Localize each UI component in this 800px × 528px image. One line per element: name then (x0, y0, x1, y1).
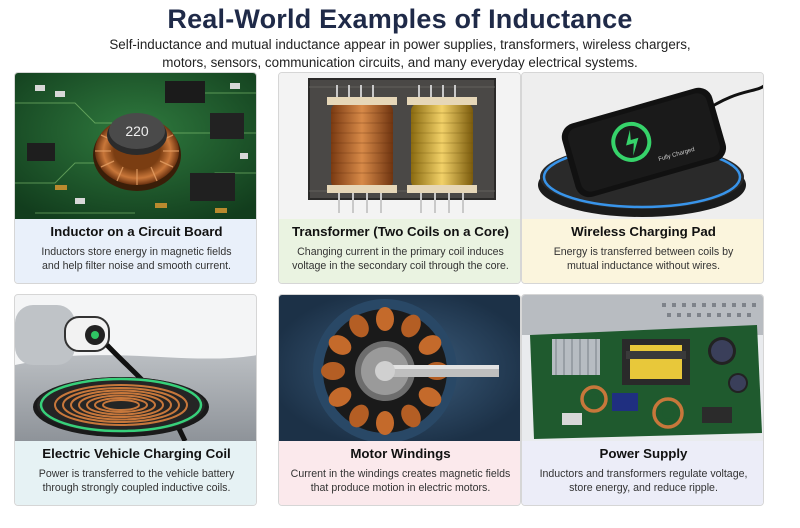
caption-inductor: Inductor on a Circuit Board Inductors st… (15, 219, 256, 283)
desc-line-1: Current in the windings creates magnetic… (290, 468, 511, 480)
examples-grid: 220 Inductor on a Circuit Board Inductor… (14, 72, 786, 518)
card-description: Energy is transferred between coils by m… (528, 245, 759, 273)
power-supply-photo (522, 295, 763, 441)
card-description: Changing current in the primary coil ind… (285, 245, 516, 273)
card-title: Transformer (Two Coils on a Core) (292, 224, 509, 239)
desc-line-1: Energy is transferred between coils by (553, 246, 734, 258)
inductor-pcb-illustration: 220 (15, 73, 256, 219)
caption-wireless: Wireless Charging Pad Energy is transfer… (522, 219, 763, 283)
motor-illustration (279, 295, 520, 441)
card-title: Wireless Charging Pad (571, 224, 716, 239)
card-wireless-charging-pad: Fully Charged Wireless Charging Pad Ener… (521, 72, 764, 284)
card-title: Electric Vehicle Charging Coil (42, 446, 231, 461)
card-motor-windings: Motor Windings Current in the windings c… (278, 294, 521, 506)
desc-line-2: mutual inductance without wires. (566, 260, 721, 272)
desc-line-1: Power is transferred to the vehicle batt… (38, 468, 235, 480)
desc-line-2: voltage in the secondary coil through th… (292, 260, 509, 272)
card-transformer: Transformer (Two Coils on a Core) Changi… (278, 72, 521, 284)
wireless-pad-photo: Fully Charged (522, 73, 763, 219)
ev-coil-illustration (15, 295, 256, 441)
card-title: Motor Windings (350, 446, 451, 461)
inductor-marking: 220 (125, 123, 149, 139)
ev-coil-photo (15, 295, 256, 441)
transformer-illustration (279, 73, 520, 219)
desc-line-1: Changing current in the primary coil ind… (297, 246, 504, 258)
inductor-pcb-photo: 220 (15, 73, 256, 219)
card-power-supply: Power Supply Inductors and transformers … (521, 294, 764, 506)
page-subtitle: Self-inductance and mutual inductance ap… (0, 36, 800, 72)
desc-line-2: that produce motion in electric motors. (310, 482, 491, 494)
caption-transformer: Transformer (Two Coils on a Core) Changi… (279, 219, 520, 283)
card-description: Current in the windings creates magnetic… (285, 467, 516, 495)
card-description: Power is transferred to the vehicle batt… (21, 467, 252, 495)
desc-line-1: Inductors and transformers regulate volt… (539, 468, 748, 480)
card-ev-charging-coil: Electric Vehicle Charging Coil Power is … (14, 294, 257, 506)
caption-power-supply: Power Supply Inductors and transformers … (522, 441, 763, 505)
caption-motor: Motor Windings Current in the windings c… (279, 441, 520, 505)
subtitle-line-2: motors, sensors, communication circuits,… (162, 55, 638, 70)
card-description: Inductors and transformers regulate volt… (528, 467, 759, 495)
caption-ev-coil: Electric Vehicle Charging Coil Power is … (15, 441, 256, 505)
motor-photo (279, 295, 520, 441)
subtitle-line-1: Self-inductance and mutual inductance ap… (109, 37, 691, 52)
transformer-photo (279, 73, 520, 219)
page-title: Real-World Examples of Inductance (167, 4, 633, 34)
card-inductor-circuit-board: 220 Inductor on a Circuit Board Inductor… (14, 72, 257, 284)
header: Real-World Examples of Inductance Self-i… (0, 0, 800, 72)
power-supply-illustration (522, 295, 763, 441)
wireless-pad-illustration: Fully Charged (522, 73, 763, 219)
card-title: Inductor on a Circuit Board (50, 224, 223, 239)
desc-line-2: through strongly coupled inductive coils… (42, 482, 231, 494)
desc-line-2: and help filter noise and smooth current… (41, 260, 232, 272)
card-title: Power Supply (599, 446, 688, 461)
card-description: Inductors store energy in magnetic field… (21, 245, 252, 273)
desc-line-1: Inductors store energy in magnetic field… (41, 246, 232, 258)
desc-line-2: store energy, and reduce ripple. (569, 482, 718, 494)
